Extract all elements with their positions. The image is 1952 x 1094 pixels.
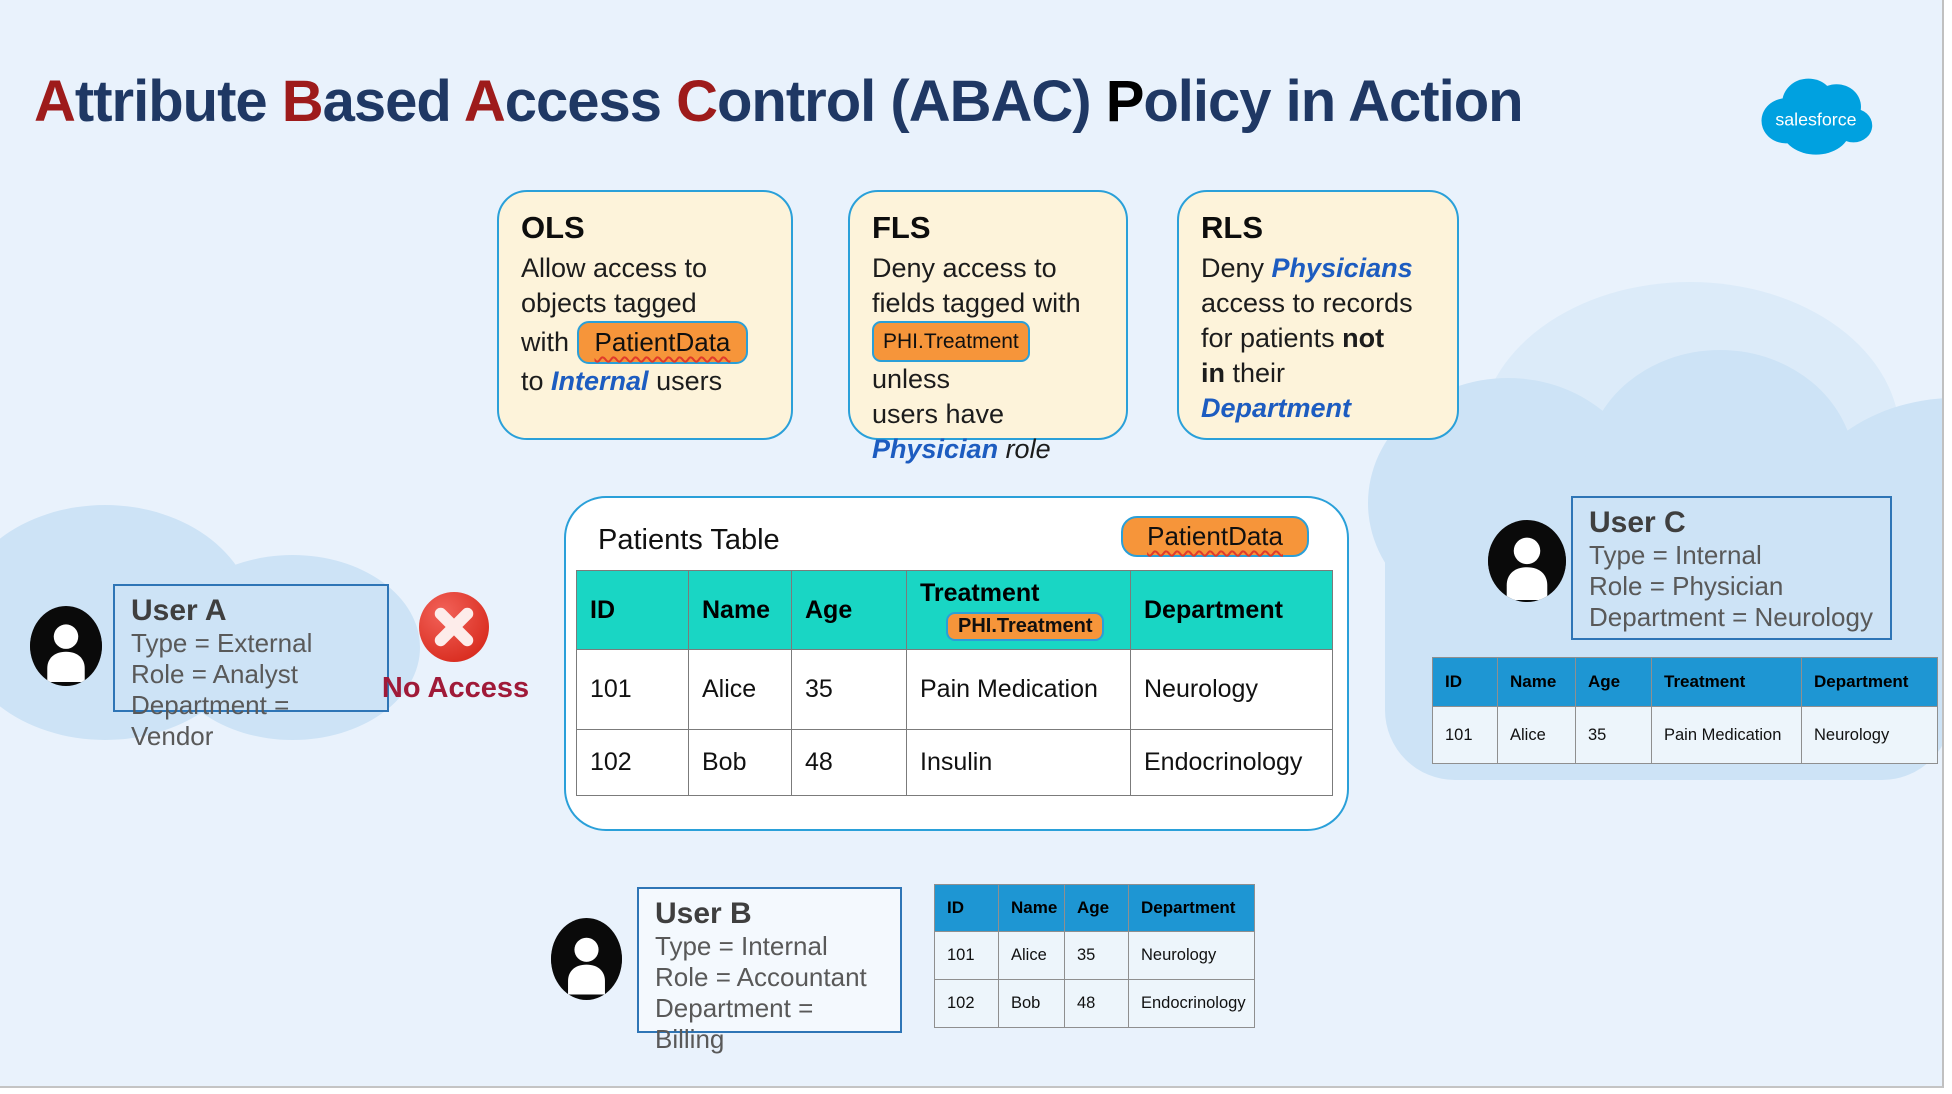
cell: 101 <box>576 649 689 730</box>
user-a-card: User A Type = External Role = Analyst De… <box>113 584 389 751</box>
cell: Neurology <box>1128 931 1255 980</box>
salesforce-cloud-icon: salesforce <box>1761 78 1873 155</box>
user-c-name: User C <box>1589 506 1686 539</box>
fls-title: FLS <box>872 210 931 245</box>
patients-table-title: Patients Table <box>598 524 780 556</box>
user-a-avatar <box>30 606 102 686</box>
user-c-department: Department = Neurology <box>1589 602 1873 632</box>
cell: Neurology <box>1801 706 1938 764</box>
user-b-card: User B Type = Internal Role = Accountant… <box>637 887 902 1054</box>
col-header-name: Name <box>1497 657 1576 707</box>
cell: Endocrinology <box>1128 979 1255 1028</box>
col-header-age: Age <box>791 570 907 650</box>
col-header-department: Department <box>1130 570 1333 650</box>
rls-body: Deny Physicians access to records for pa… <box>1201 253 1413 423</box>
user-b-name: User B <box>655 897 752 930</box>
cell: 101 <box>934 931 999 980</box>
user-b-avatar <box>551 918 622 1000</box>
rls-policy-box: RLS Deny Physicians access to records fo… <box>1177 190 1459 440</box>
user-c-result-table: ID Name Age Treatment Department 101 Ali… <box>1432 657 1938 764</box>
cell: Neurology <box>1130 649 1333 730</box>
user-a-name: User A <box>131 594 227 627</box>
user-c-card: User C Type = Internal Role = Physician … <box>1571 496 1892 640</box>
col-header-age: Age <box>1064 884 1129 932</box>
user-a-department: Department = Vendor <box>131 690 290 751</box>
cell: Pain Medication <box>906 649 1131 730</box>
user-a-role: Role = Analyst <box>131 659 298 689</box>
salesforce-wordmark: salesforce <box>1775 109 1856 129</box>
patients-table-card: Patients Table PatientData ID Name Age T… <box>564 496 1349 831</box>
cell: 102 <box>934 979 999 1028</box>
cell: Bob <box>688 729 792 796</box>
treatment-label: Treatment <box>920 579 1040 607</box>
cell: 35 <box>1064 931 1129 980</box>
col-header-id: ID <box>934 884 999 932</box>
user-b-department: Department = Billing <box>655 993 814 1054</box>
col-header-treatment: Treatment <box>1651 657 1802 707</box>
patients-table: ID Name Age Treatment PHI.Treatment Depa… <box>576 570 1333 796</box>
phi-treatment-tag: PHI.Treatment <box>946 612 1105 641</box>
person-icon <box>1488 522 1566 600</box>
cell: 48 <box>1064 979 1129 1028</box>
table-row: 101 Alice 35 Neurology <box>934 931 1255 980</box>
user-c-avatar <box>1488 520 1566 602</box>
user-a-type: Type = External <box>131 628 313 658</box>
rls-title: RLS <box>1201 210 1263 245</box>
col-header-department: Department <box>1128 884 1255 932</box>
ols-title: OLS <box>521 210 585 245</box>
col-header-name: Name <box>688 570 792 650</box>
user-c-type: Type = Internal <box>1589 540 1762 570</box>
fls-policy-box: FLS Deny access to fields tagged with PH… <box>848 190 1128 464</box>
cell: 35 <box>791 649 907 730</box>
table-row: 102 Bob 48 Insulin Endocrinology <box>576 729 1333 796</box>
cell: 35 <box>1575 706 1652 764</box>
col-header-treatment: Treatment PHI.Treatment <box>906 570 1131 650</box>
cell: Alice <box>998 931 1065 980</box>
user-c-role: Role = Physician <box>1589 571 1784 601</box>
fls-body: Deny access to fields tagged with PHI.Tr… <box>872 253 1081 464</box>
ols-policy-box: OLS Allow access to objects tagged with … <box>497 190 793 440</box>
user-b-role: Role = Accountant <box>655 962 867 992</box>
salesforce-logo: salesforce <box>1754 72 1876 170</box>
col-header-id: ID <box>1432 657 1498 707</box>
cell: Insulin <box>906 729 1131 796</box>
cell: Alice <box>688 649 792 730</box>
col-header-department: Department <box>1801 657 1938 707</box>
col-header-id: ID <box>576 570 689 650</box>
table-row: 101 Alice 35 Pain Medication Neurology <box>576 649 1333 730</box>
page-title: Attribute Based Access Control (ABAC) Po… <box>34 69 1524 134</box>
x-mark-icon <box>434 607 474 647</box>
user-b-type: Type = Internal <box>655 931 828 961</box>
no-access-label: No Access <box>381 672 530 704</box>
cell: Bob <box>998 979 1065 1028</box>
cell: 101 <box>1432 706 1498 764</box>
no-access-icon <box>419 592 489 662</box>
table-row: 101 Alice 35 Pain Medication Neurology <box>1432 706 1938 764</box>
cell: 48 <box>791 729 907 796</box>
cell: Alice <box>1497 706 1576 764</box>
person-icon <box>30 610 102 682</box>
cell: Endocrinology <box>1130 729 1333 796</box>
cell: Pain Medication <box>1651 706 1802 764</box>
table-row: 102 Bob 48 Endocrinology <box>934 979 1255 1028</box>
ols-body: Allow access to objects tagged with Pati… <box>521 251 769 399</box>
user-b-result-table: ID Name Age Department 101 Alice 35 Neur… <box>934 884 1255 1028</box>
person-icon <box>551 923 622 995</box>
cell: 102 <box>576 729 689 796</box>
patients-header-row: ID Name Age Treatment PHI.Treatment Depa… <box>576 570 1333 650</box>
col-header-age: Age <box>1575 657 1652 707</box>
col-header-name: Name <box>998 884 1065 932</box>
header-row: ID Name Age Department <box>934 884 1255 932</box>
patient-data-tag: PatientData <box>1121 516 1309 557</box>
header-row: ID Name Age Treatment Department <box>1432 657 1938 707</box>
